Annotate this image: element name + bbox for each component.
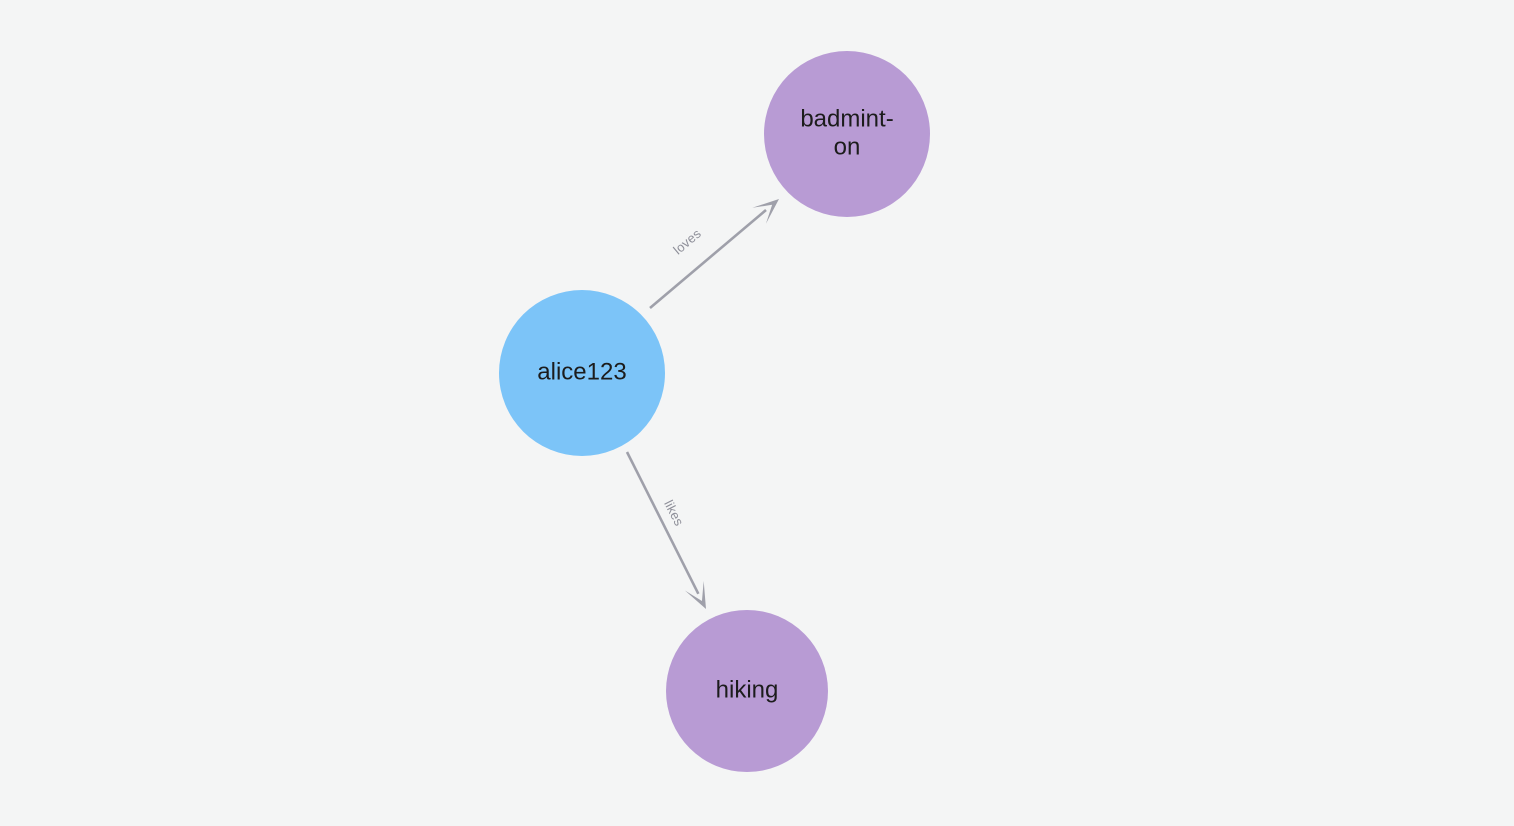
graph-node-badminton[interactable]: badmint-on	[764, 51, 930, 217]
edge-arrowhead-icon	[684, 581, 706, 609]
nodes-layer: alice123 badmint-on hiking	[499, 51, 930, 772]
edge-arrowhead-icon	[752, 199, 779, 224]
node-label: on	[834, 133, 861, 160]
node-circle[interactable]	[764, 51, 930, 217]
node-circle[interactable]	[666, 610, 828, 772]
edge-line	[625, 451, 700, 595]
edge-label: likes	[661, 498, 687, 529]
graph-node-alice123[interactable]: alice123	[499, 290, 665, 456]
edge-line	[649, 208, 767, 309]
edge-label: loves	[670, 226, 704, 258]
node-label: badmint-	[800, 105, 893, 132]
graph-edge[interactable]: loves	[649, 199, 779, 309]
graph-node-hiking[interactable]: hiking	[666, 610, 828, 772]
node-label: hiking	[716, 676, 779, 703]
node-circle[interactable]	[499, 290, 665, 456]
graph-edge[interactable]: likes	[625, 451, 706, 609]
node-label: alice123	[537, 358, 626, 385]
